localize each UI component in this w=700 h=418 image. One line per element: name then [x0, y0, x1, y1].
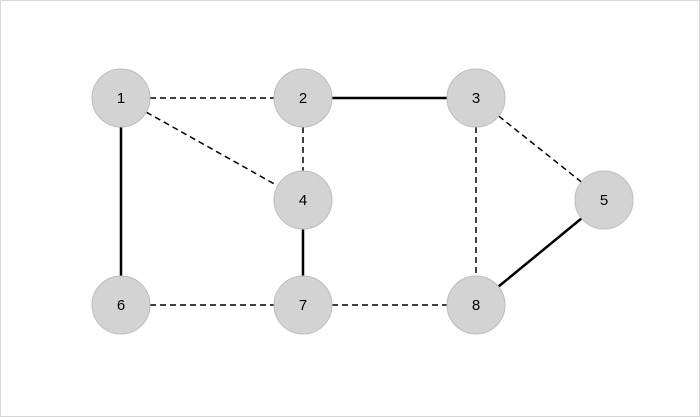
node-circle-3	[446, 68, 506, 128]
node-5: 5	[574, 170, 634, 230]
node-circle-1	[91, 68, 151, 128]
node-circle-4	[273, 170, 333, 230]
node-circle-8	[446, 275, 506, 335]
node-label-4: 4	[299, 192, 307, 209]
node-2: 2	[273, 68, 333, 128]
node-label-3: 3	[472, 90, 480, 107]
node-4: 4	[273, 170, 333, 230]
node-label-5: 5	[600, 192, 608, 209]
node-circle-2	[273, 68, 333, 128]
node-label-1: 1	[117, 90, 125, 107]
node-3: 3	[446, 68, 506, 128]
node-circle-5	[574, 170, 634, 230]
node-circle-6	[91, 275, 151, 335]
node-label-6: 6	[117, 297, 125, 314]
edge-1-4	[145, 111, 279, 187]
node-8: 8	[446, 275, 506, 335]
nodes-layer: 1 2 3 4 5 6 7 8	[91, 68, 634, 335]
node-circle-7	[273, 275, 333, 335]
node-1: 1	[91, 68, 151, 128]
node-label-2: 2	[299, 90, 307, 107]
node-6: 6	[91, 275, 151, 335]
node-label-7: 7	[299, 297, 307, 314]
node-label-8: 8	[472, 297, 480, 314]
edge-3-5	[498, 115, 582, 183]
edges-layer	[119, 96, 583, 306]
edge-8-5	[497, 217, 583, 288]
node-7: 7	[273, 275, 333, 335]
